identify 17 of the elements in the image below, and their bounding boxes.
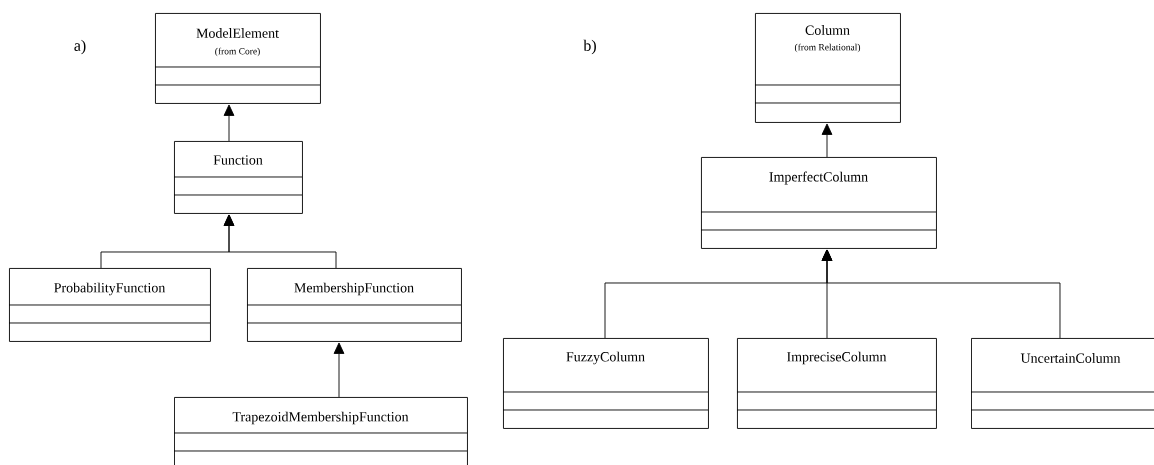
class-box: Function — [173, 141, 303, 214]
class-box: Column (from Relational) — [754, 13, 901, 123]
class-box: ProbabilityFunction — [8, 268, 211, 342]
class-box: ImpreciseColumn — [736, 338, 937, 429]
inheritance-arrow — [333, 342, 345, 398]
class-box: ImperfectColumn — [700, 157, 937, 249]
inheritance-arrow — [223, 104, 235, 142]
inheritance-arrow — [821, 249, 1061, 339]
class-box: MembershipFunction — [246, 268, 462, 342]
class-box: TrapezoidMembershipFunction — [173, 397, 468, 465]
class-box: ModelElement (from Core) — [154, 13, 321, 104]
panel-label: a) — [74, 39, 86, 55]
inheritance-arrow — [821, 123, 833, 158]
class-box: FuzzyColumn — [502, 338, 709, 429]
inheritance-arrow — [223, 214, 337, 269]
panel-label: b) — [583, 39, 596, 55]
class-box: UncertainColumn — [970, 338, 1154, 429]
